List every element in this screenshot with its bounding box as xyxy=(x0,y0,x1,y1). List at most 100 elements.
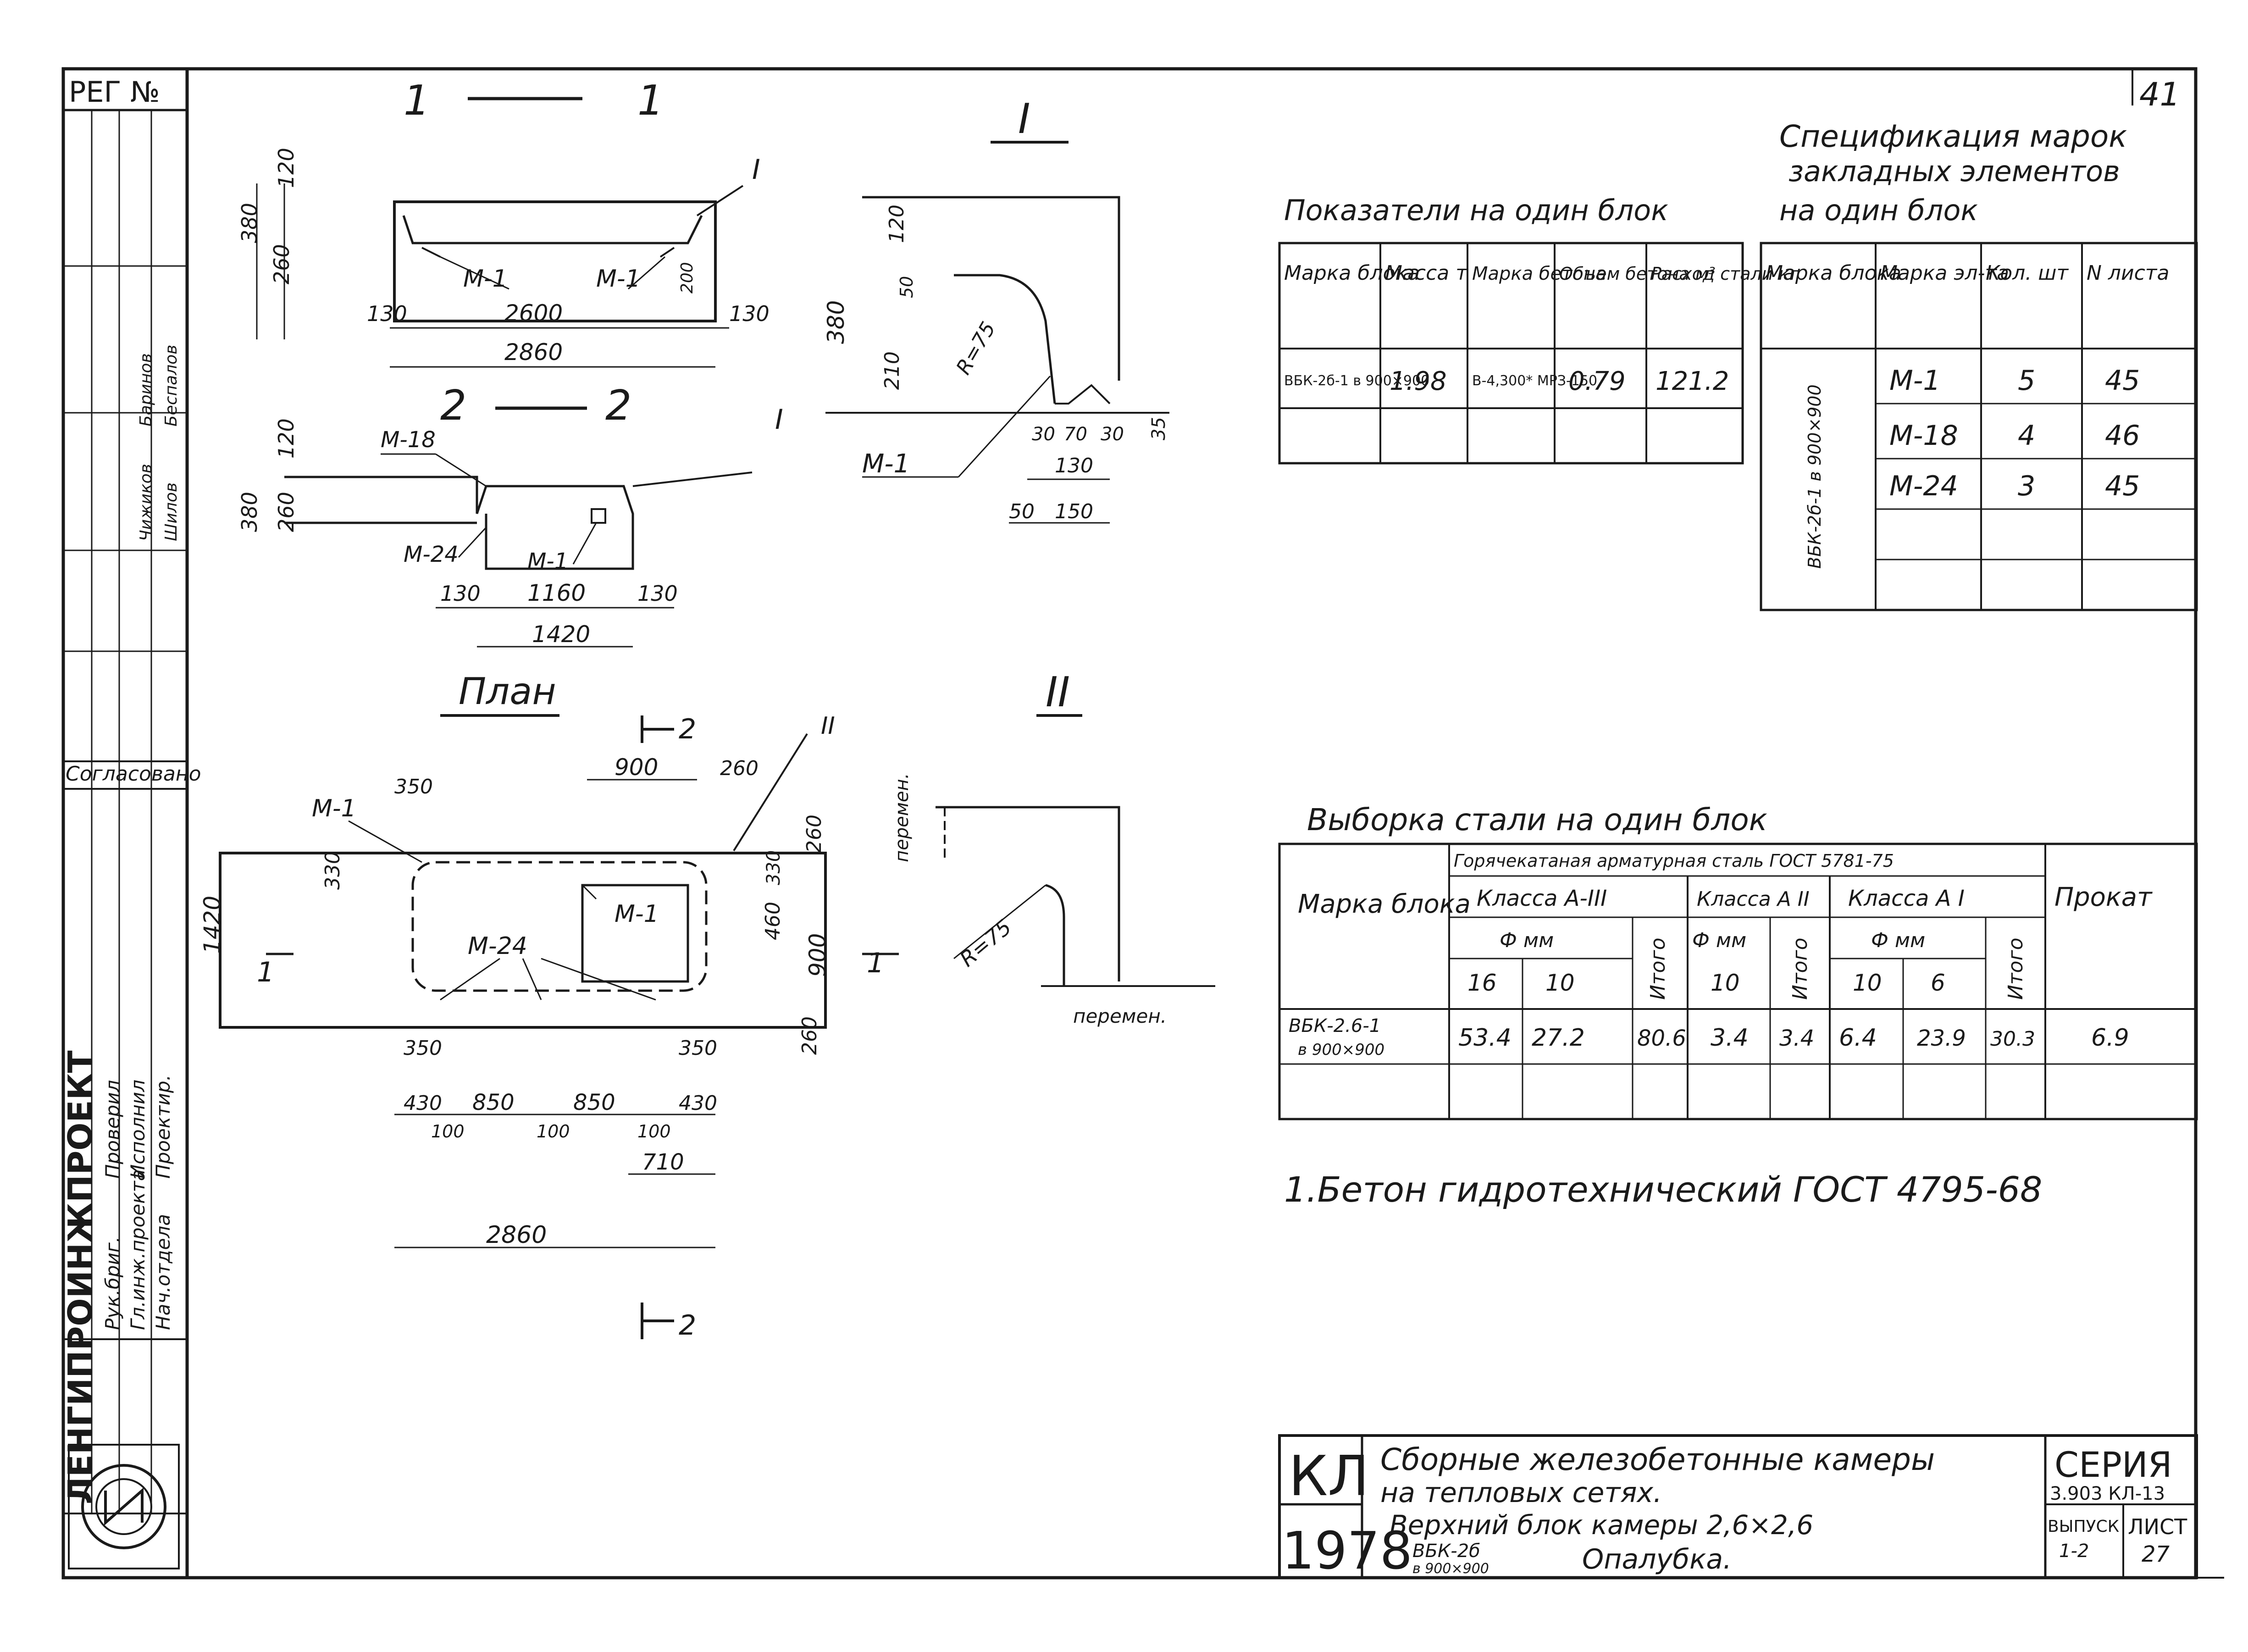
page-number: 41 xyxy=(2139,76,2180,113)
d22-120: 120 xyxy=(274,418,299,459)
steel-row-sub: в 900×900 xyxy=(1298,1041,1384,1059)
d11-2860: 2860 xyxy=(504,339,563,366)
plan-m1-a: М-1 xyxy=(312,795,356,822)
detII-radius: R=75 xyxy=(955,915,1016,971)
steel-mark-header: Марка блока xyxy=(1298,889,1471,919)
name-4: Баринов xyxy=(137,353,155,427)
section-2-2-left: 2 xyxy=(440,382,466,430)
plan-330b: 330 xyxy=(763,850,784,885)
role-2: Гл.инж.проекта xyxy=(127,1169,149,1330)
section-mark-I-a: I xyxy=(752,154,760,186)
spec-h-qty: Кол. шт xyxy=(1986,261,2069,285)
steel-a2-total: 3.4 xyxy=(1779,1026,1814,1051)
plan-100c: 100 xyxy=(637,1121,671,1142)
reg-number-label: РЕГ № xyxy=(69,75,160,109)
spec-r3-mark: М-24 xyxy=(1889,470,1958,502)
plan-m24: М-24 xyxy=(468,932,527,960)
spec-r3-qty: 3 xyxy=(2018,470,2035,502)
steel-a1-10: 6.4 xyxy=(1839,1024,1877,1052)
mark-m1-c: М-1 xyxy=(527,549,568,574)
mark-m18: М-18 xyxy=(381,427,436,453)
steel-rolled: 6.9 xyxy=(2091,1024,2129,1052)
detI-35: 35 xyxy=(1148,417,1169,440)
title-line-3: Верхний блок камеры 2,6×2,6 xyxy=(1390,1509,1813,1541)
steel-d-a2-1: 10 xyxy=(1711,970,1740,996)
section-1-1-right: 1 xyxy=(637,77,664,125)
section-1-1: 1 1 М-1 М-1 120 380 260 130 2600 130 286… xyxy=(237,77,770,368)
spec-title-3: на один блок xyxy=(1779,194,1978,227)
plan-m1-b: М-1 xyxy=(615,900,659,928)
mark-m1-a: М-1 xyxy=(463,265,508,293)
plan-900: 900 xyxy=(615,754,658,781)
plan-350b: 350 xyxy=(404,1037,442,1060)
org-name: ЛЕНГИПРОИНЖПРОЕКТ xyxy=(61,1050,100,1504)
plan-260b: 260 xyxy=(803,815,826,853)
d11-130b: 130 xyxy=(729,301,770,326)
indicators-table: Показатели на один блок Марка блока Масс… xyxy=(1278,194,1799,465)
detII-variable-2: перемен. xyxy=(1073,1005,1167,1027)
ind-row-mass: 1.98 xyxy=(1390,366,1447,396)
section-2-2-right: 2 xyxy=(605,382,631,430)
d11-130a: 130 xyxy=(367,301,407,326)
ind-h-concrete: Марка бетона xyxy=(1472,263,1607,284)
detI-120: 120 xyxy=(885,205,908,243)
d22-380: 380 xyxy=(237,492,262,532)
detail-I: I R=75 120 50 210 380 30 70 30 35 130 50… xyxy=(823,95,1169,524)
title-line-1: Сборные железобетонные камеры xyxy=(1380,1442,1935,1477)
name-3: Беспалов xyxy=(162,345,181,427)
plan-2860: 2860 xyxy=(486,1221,547,1249)
plan-350a: 350 xyxy=(394,775,433,798)
detail-I-label: I xyxy=(1018,95,1030,143)
plan-850b: 850 xyxy=(573,1090,615,1115)
role-5: Исполнил xyxy=(127,1080,149,1179)
title-line-4b: в 900×900 xyxy=(1412,1561,1489,1577)
steel-a3-10: 27.2 xyxy=(1532,1024,1585,1052)
plan-430b: 430 xyxy=(679,1092,717,1115)
mark-m1-b: М-1 xyxy=(596,265,641,293)
plan-710: 710 xyxy=(642,1149,684,1175)
role-6: Проверил xyxy=(101,1080,124,1179)
d11-120: 120 xyxy=(274,148,299,188)
spec-title-1: Спецификация марок xyxy=(1779,119,2127,154)
steel-d-a1-2: 6 xyxy=(1931,970,1945,996)
steel-a3-diam: Ф мм xyxy=(1500,929,1554,952)
steel-row-mark: ВБК-2.6-1 xyxy=(1289,1015,1381,1037)
d22-130a: 130 xyxy=(440,581,481,606)
series-label: СЕРИЯ xyxy=(2054,1444,2172,1485)
plan-900b: 900 xyxy=(804,933,831,977)
ind-h-volume: Объем бетона м³ xyxy=(1559,264,1716,284)
plan-850a: 850 xyxy=(472,1090,515,1115)
sheet-value: 27 xyxy=(2142,1541,2170,1567)
plan-section-1-right: 1 xyxy=(867,947,884,979)
steel-d-a3-2: 10 xyxy=(1545,970,1575,996)
steel-a2-diam: Ф мм xyxy=(1692,929,1746,952)
section-mark-2-top: 2 xyxy=(679,713,696,745)
detII-variable-1: перемен. xyxy=(891,773,913,862)
d22-130b: 130 xyxy=(637,581,678,606)
spec-r3-sheet: 45 xyxy=(2105,470,2140,502)
steel-d-a3-1: 16 xyxy=(1467,970,1497,996)
detI-50: 50 xyxy=(897,276,917,298)
section-mark-II-a: II xyxy=(821,712,835,740)
d11-260: 260 xyxy=(269,244,294,284)
steel-table: Выборка стали на один блок Горячекатаная… xyxy=(1278,802,2198,1120)
plan-350c: 350 xyxy=(679,1037,717,1060)
d22-1160: 1160 xyxy=(527,580,586,606)
plan-460: 460 xyxy=(761,902,785,940)
steel-d-a1-1: 10 xyxy=(1853,970,1882,996)
steel-a1-total-h: Итого xyxy=(2004,937,2027,1000)
steel-a3-total-h: Итого xyxy=(1646,937,1670,1000)
detI-210: 210 xyxy=(880,351,904,390)
issue-label: ВЫПУСК xyxy=(2048,1517,2119,1536)
steel-rolled-header: Прокат xyxy=(2054,882,2153,912)
d11-200: 200 xyxy=(678,262,697,294)
ind-row-concrete: В-4,300* МРЗ-150 xyxy=(1472,373,1597,389)
steel-class-a3: Класса А-III xyxy=(1477,886,1607,911)
name-2: Чижиков xyxy=(137,464,155,541)
detI-50b: 50 xyxy=(1009,500,1035,523)
name-1: Шилов xyxy=(162,482,181,541)
section-mark-I-b: I xyxy=(775,404,783,436)
sheet-label: ЛИСТ xyxy=(2128,1514,2187,1539)
plan-1420: 1420 xyxy=(199,896,226,954)
